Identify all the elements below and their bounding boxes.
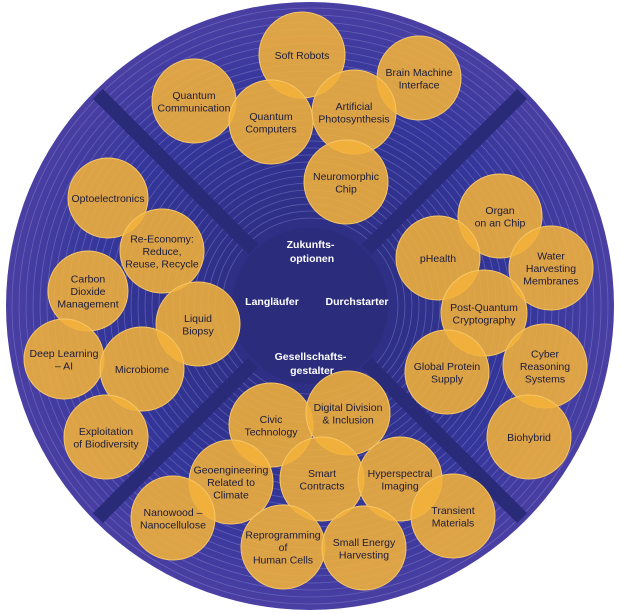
topic-bubble [63,394,149,480]
topic-bubble [119,208,205,294]
topic-bubble [486,394,572,480]
topic-bubble [321,505,407,591]
divider-band [92,357,259,524]
divider-band [92,88,259,255]
center-disc [232,228,388,384]
topic-bubble [457,173,543,259]
topic-bubble [404,329,490,415]
topic-bubble [508,225,594,311]
topic-label: pHealth [420,253,456,265]
label-langlaeufer: Langläufer [245,296,299,308]
ring-line [11,7,609,605]
topic-label: Re-Economy:Reduce,Reuse, Recycle [125,234,199,271]
topic-label: Nanowood –Nanocellulose [140,507,206,532]
topic-deep-learning-ai: Deep Learning– AI [23,318,105,400]
divider-band [361,357,528,524]
topic-bubble [303,139,389,225]
topic-label: Deep Learning– AI [30,348,99,373]
topic-optoelectronics: Optoelectronics [67,157,149,239]
topic-bubble [99,326,185,412]
topic-digital-division-inclusion: Digital Division& Inclusion [305,370,391,456]
label-durchstarter: Durchstarter [325,296,388,308]
label-gesellschaftsgestalter: Gesellschafts- gestalter [275,351,350,377]
topic-label: Digital Division& Inclusion [314,402,383,427]
quadrant-dividers [92,88,528,524]
topic-label: Biohybrid [507,432,551,444]
topic-label: Optoelectronics [72,193,145,205]
topic-soft-robots: Soft Robots [258,11,346,99]
topic-re-economy: Re-Economy:Reduce,Reuse, Recycle [119,208,205,294]
center-labels: Zukunfts- optionen Langläufer Durchstart… [245,239,388,377]
topic-biohybrid: Biohybrid [486,394,572,480]
topic-nanowood: Nanowood –Nanocellulose [130,475,216,561]
topic-label: Microbiome [115,364,169,376]
topic-bubble [67,157,149,239]
topic-bubble [130,475,216,561]
divider-band [361,88,528,255]
topic-label: Soft Robots [275,50,330,62]
topic-microbiome: Microbiome [99,326,185,412]
topic-bubble [410,473,496,559]
label-zukunftsoptionen: Zukunfts- optionen [287,239,338,265]
